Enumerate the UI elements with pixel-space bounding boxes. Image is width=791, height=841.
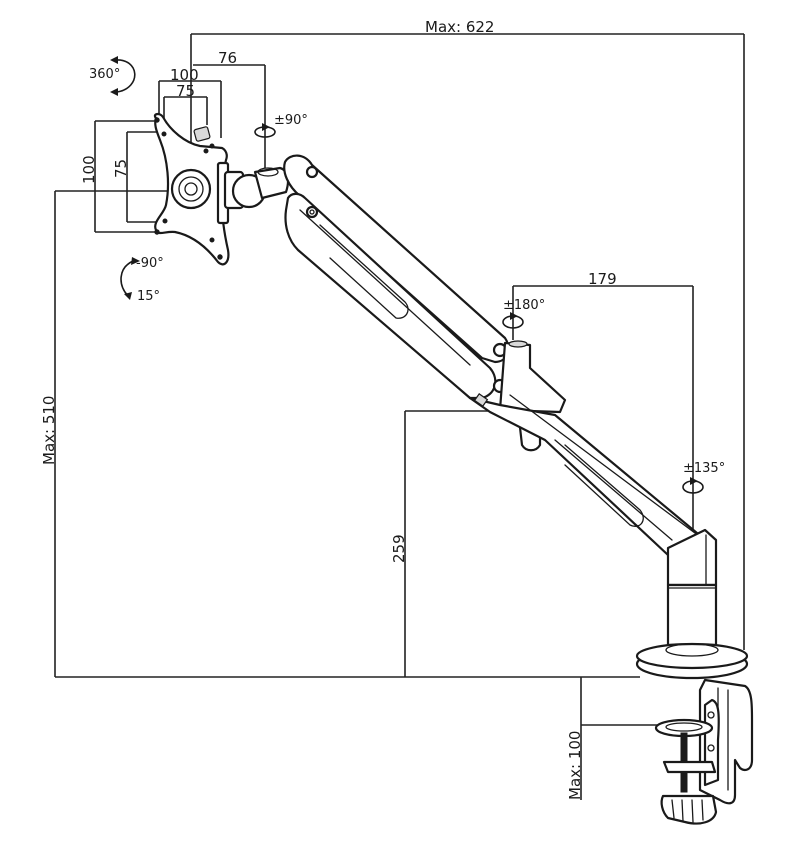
head-swivel-label: ±90° bbox=[274, 113, 308, 128]
vesa-center-ring-outer bbox=[170, 168, 212, 210]
forearm bbox=[468, 393, 717, 564]
clamp-hole-2 bbox=[707, 744, 715, 752]
forearm-inner-line bbox=[554, 439, 673, 541]
segment-label: 179 bbox=[588, 270, 617, 288]
plate-rotation-label: 360° bbox=[89, 67, 120, 82]
plate-rotation-arrowhead-icon bbox=[110, 56, 118, 64]
upper-arm-pivot-mid-inner bbox=[309, 209, 315, 215]
clamp-knob bbox=[660, 794, 718, 825]
tilt-head bbox=[223, 166, 290, 210]
vesa-outer-h-label: 100 bbox=[80, 155, 98, 184]
clamp-pad-inner bbox=[665, 722, 703, 732]
upper-arm-pivot-mid bbox=[305, 205, 319, 219]
dimension-lines bbox=[54, 33, 745, 800]
vesa-hole-tr-inner bbox=[203, 148, 209, 154]
clamp-lower-arm bbox=[662, 760, 717, 774]
pole-column bbox=[666, 583, 718, 647]
forearm-slot bbox=[564, 444, 644, 527]
vesa-hole-tr-outer bbox=[209, 143, 215, 149]
vesa-release-latch bbox=[193, 126, 211, 142]
tilt-arrowhead-up-icon bbox=[131, 257, 140, 265]
vesa-center-ring-inner bbox=[184, 182, 198, 196]
forearm-top-edge bbox=[509, 394, 716, 549]
vesa-outer-w-label: 100 bbox=[170, 66, 199, 84]
base-plate-recess bbox=[665, 643, 719, 657]
plate-rotation-arrow-icon bbox=[114, 59, 136, 93]
head-swivel-arrowhead-icon bbox=[262, 123, 270, 131]
pole-top-sleeve bbox=[666, 528, 718, 587]
desk-clamp bbox=[654, 678, 754, 825]
pole-assembly bbox=[635, 528, 749, 680]
reach-label: Max: 622 bbox=[425, 18, 494, 36]
swivel-joint-top bbox=[257, 167, 279, 177]
base-swivel-arrowhead-icon bbox=[690, 477, 698, 485]
offset-label: 76 bbox=[218, 49, 237, 67]
forearm-body bbox=[468, 396, 717, 564]
vesa-hole-tl-outer bbox=[154, 117, 160, 123]
upper-arm bbox=[283, 154, 510, 400]
clamp-screw-upper bbox=[680, 732, 688, 762]
forearm-clip bbox=[473, 393, 489, 407]
base-swivel-label: ±135° bbox=[683, 461, 725, 476]
upper-arm-lower-shell bbox=[284, 192, 497, 400]
tilt-down-label: 15° bbox=[137, 289, 160, 304]
elbow-swivel-label: ±180° bbox=[503, 298, 545, 313]
vesa-center-ring-mid bbox=[178, 176, 204, 202]
elbow-post-top bbox=[508, 340, 528, 348]
tilt-up-label: -90° bbox=[136, 256, 164, 271]
vesa-hole-bl-outer bbox=[154, 229, 160, 235]
vesa-inner-w-label: 75 bbox=[176, 82, 195, 100]
swivel-joint bbox=[253, 166, 290, 200]
upper-arm-edge-line bbox=[299, 209, 471, 366]
elbow-housing bbox=[498, 341, 567, 414]
vesa-hole-tl-inner bbox=[161, 131, 167, 137]
upper-arm-slot bbox=[319, 224, 409, 319]
dimension-labels: Max: 622 76 100 75 100 75 Max: 510 259 1… bbox=[40, 18, 617, 800]
clamp-screw-lower bbox=[680, 771, 688, 793]
vesa-hole-br-outer bbox=[217, 254, 223, 260]
vesa-hole-bl-inner bbox=[162, 218, 168, 224]
elbow-swivel-arrowhead-icon bbox=[510, 312, 518, 320]
height-label: Max: 510 bbox=[40, 396, 58, 465]
upper-arm-pivot-top bbox=[305, 165, 319, 179]
plate-rotation-arrowhead2-icon bbox=[110, 88, 118, 96]
vesa-hole-br-inner bbox=[209, 237, 215, 243]
vesa-inner-h-label: 75 bbox=[112, 159, 130, 178]
pole-label: 259 bbox=[390, 534, 408, 563]
tilt-arrowhead-down-icon bbox=[124, 292, 132, 300]
tilt-arrow-icon bbox=[120, 260, 134, 297]
clamp-hole-1 bbox=[707, 711, 715, 719]
clamp-label: Max: 100 bbox=[566, 731, 584, 800]
clamp-knob-grip bbox=[671, 799, 704, 823]
rotation-indicators: 360° ±90° -90° 15° ±180° ±135° bbox=[89, 56, 725, 494]
